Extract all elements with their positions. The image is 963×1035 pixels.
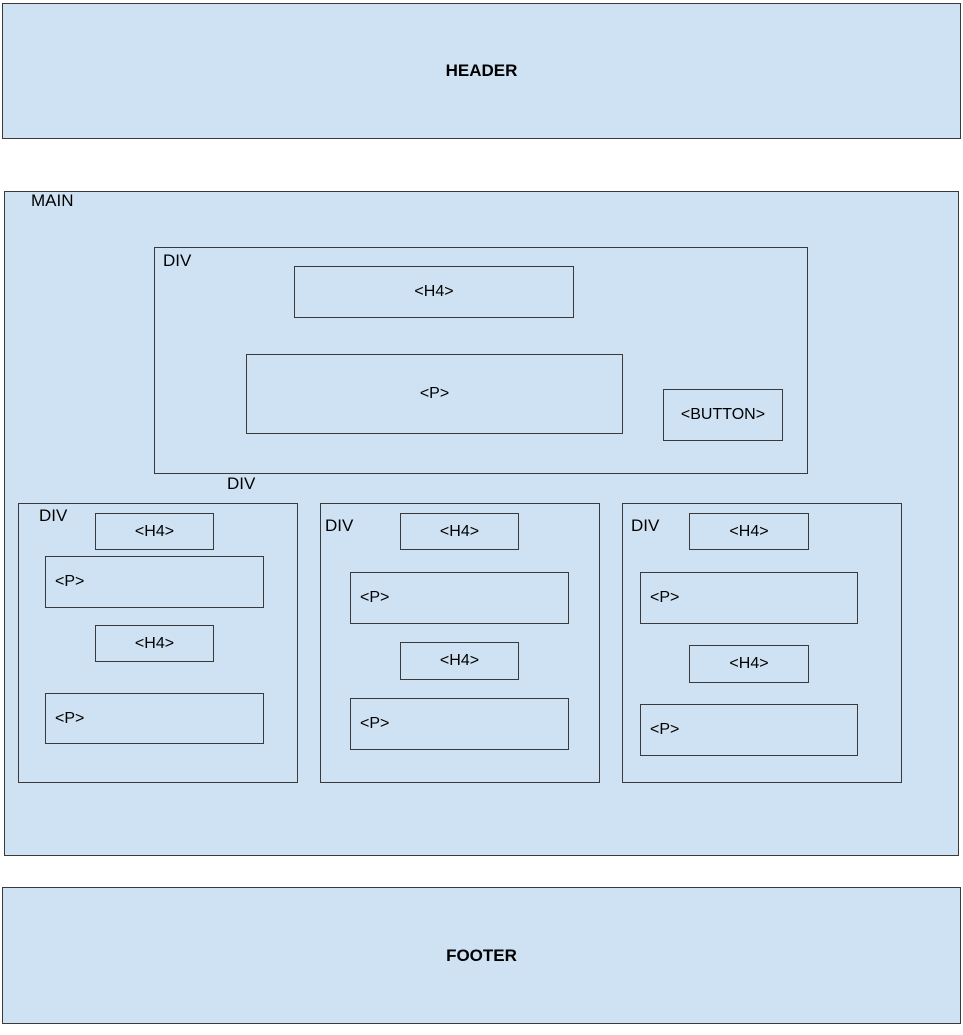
top-div-h4-label: <H4> [414, 283, 454, 300]
column-h4-label: <H4> [439, 522, 480, 540]
column-p-label: <P> [360, 715, 390, 732]
column-h4-label: <H4> [134, 522, 175, 540]
column-p-label: <P> [55, 573, 85, 590]
column-p-block: <P> [350, 572, 569, 624]
column-p-block: <P> [640, 572, 858, 624]
top-div-button-label: <BUTTON> [680, 406, 766, 423]
column-p-label: <P> [360, 589, 390, 606]
column-h4-block: <H4> [689, 513, 809, 550]
column-h4-block: <H4> [400, 513, 519, 550]
column-div-label: DIV [39, 506, 68, 525]
column-p-block: <P> [45, 556, 264, 608]
top-div-button-block: <BUTTON> [663, 389, 783, 441]
column-h4-label: <H4> [439, 652, 480, 669]
column-h4-block: <H4> [95, 513, 214, 550]
column-p-label: <P> [55, 709, 85, 727]
column-p-block: <P> [45, 693, 264, 744]
top-div-p-label: <P> [419, 385, 450, 402]
top-div-block [154, 247, 808, 474]
column-h4-label: <H4> [729, 655, 769, 672]
top-div-h4-block: <H4> [294, 266, 574, 318]
column-div-label: DIV [631, 516, 660, 535]
column-div-block [320, 503, 600, 783]
top-div-p-block: <P> [246, 354, 623, 434]
main-label: MAIN [31, 191, 74, 210]
column-div-block [622, 503, 902, 783]
column-h4-block: <H4> [95, 625, 214, 662]
column-p-block: <P> [350, 698, 569, 750]
column-p-label: <P> [650, 589, 680, 606]
column-div-block [18, 503, 298, 783]
top-div-label: DIV [163, 251, 192, 270]
column-h4-label: <H4> [729, 522, 769, 540]
column-h4-block: <H4> [400, 642, 519, 680]
footer-label: FOOTER [446, 945, 517, 965]
header-block: HEADER [2, 3, 961, 139]
column-p-label: <P> [650, 721, 680, 738]
footer-block: FOOTER [2, 887, 961, 1024]
column-div-label: DIV [325, 516, 354, 535]
column-h4-label: <H4> [134, 634, 175, 652]
header-label: HEADER [445, 61, 518, 80]
row-div-label: DIV [227, 474, 256, 493]
column-p-block: <P> [640, 704, 858, 756]
column-h4-block: <H4> [689, 645, 809, 683]
